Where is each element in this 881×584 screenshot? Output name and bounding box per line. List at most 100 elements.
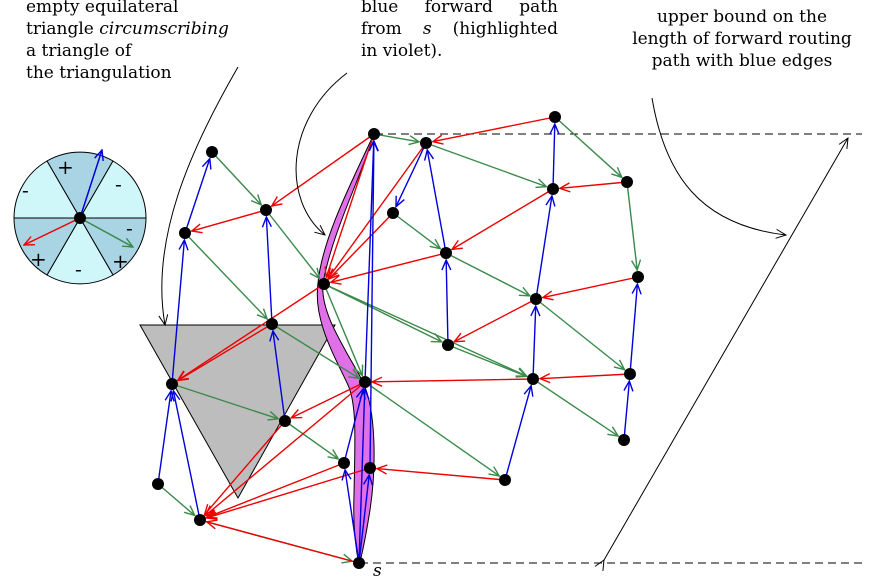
blue-edge-v-t (623, 381, 629, 441)
blue-edge-o-j (446, 260, 448, 346)
vertex-j (440, 247, 452, 259)
green-edge-j-m (445, 252, 530, 296)
red-edge-i-k (329, 212, 394, 279)
triangle-caption-line3: a triangle of (26, 41, 132, 61)
vertex-t (624, 368, 636, 380)
source-vertex (353, 557, 365, 569)
green-edge-m-t (535, 298, 625, 370)
cone-left-bottom (13, 217, 81, 276)
red-edge-m-o (454, 298, 537, 342)
green-edge-i-j (392, 212, 440, 249)
green-edge-b-e (425, 142, 546, 187)
blue-edge-u-n (273, 331, 286, 422)
green-edge-f-l (626, 181, 637, 270)
blue-edge-aa-p (173, 391, 201, 521)
cone-bottom (46, 217, 114, 285)
vertex-u (279, 415, 291, 427)
vertex-f (621, 176, 633, 188)
red-edge-a-k (326, 133, 375, 277)
cone-sign-bottom-right: + (112, 249, 129, 273)
red-edge-t-r (540, 374, 631, 379)
red-edge-r-q (372, 379, 534, 382)
cone-left-top (13, 160, 81, 219)
path-callout-curve (295, 72, 348, 235)
blue-edges (157, 124, 637, 564)
cone-diagram: + - - - + - + (13, 150, 147, 285)
vertex-v (618, 434, 630, 446)
green-edge-k-q (323, 283, 362, 376)
green-edge-n-q (271, 323, 359, 378)
vertex-q (359, 376, 371, 388)
vertex-e (547, 183, 559, 195)
red-edges (178, 116, 639, 564)
upper-bound-caption-line2: length of forward routing (632, 29, 852, 49)
vertex-p (166, 378, 178, 390)
green-edge-r-v (532, 378, 618, 436)
cone-right (79, 217, 147, 276)
source-vertex-label: s (373, 561, 382, 579)
red-edge-q-u (291, 381, 366, 418)
vertex-a (368, 128, 380, 140)
triangle-caption-emphasis: circumscribing (99, 19, 229, 39)
blue-edge-p-h (171, 240, 184, 385)
red-edge-f-e (560, 181, 628, 188)
triangle-caption-line1: empty equilateral (26, 0, 179, 17)
red-edge-e-j (452, 188, 554, 249)
vertex-b (420, 137, 432, 149)
vertex-l (632, 271, 644, 283)
cone-sign-left: - (22, 178, 29, 202)
red-edge-k-p (178, 283, 325, 380)
green-edge-k-r (323, 283, 527, 376)
upper-bound-caption: upper bound on the length of forward rou… (612, 6, 872, 72)
red-edge-c-b (433, 116, 556, 142)
red-edge-s-aa (207, 522, 360, 564)
vertex-w (338, 457, 350, 469)
blue-edge-s-x (358, 475, 369, 564)
triangle-callout-curve (162, 66, 239, 325)
triangle-caption-line2: triangle circumscribing (26, 19, 229, 39)
green-edge-a-b (373, 133, 419, 142)
upper-bound-caption-line1: upper bound on the (656, 7, 828, 27)
forward-path-caption-line3: in violet). (361, 41, 443, 61)
vertices (152, 111, 644, 569)
cone-red-arrow (24, 217, 81, 245)
green-edge-g-k (265, 209, 320, 278)
cone-sign-bottom-mid: - (75, 257, 82, 281)
blue-edge-x-a (370, 141, 374, 469)
cone-sign-bottom-left: + (30, 247, 47, 271)
green-edge-p-u (171, 383, 278, 419)
blue-edge-y-p (157, 391, 171, 485)
cone-center-vertex (74, 212, 86, 224)
red-edge-g-h (192, 209, 267, 231)
blue-edge-z-r (504, 386, 531, 481)
green-edge-o-r (447, 344, 527, 376)
red-edge-w-aa (207, 462, 345, 517)
vertex-n (266, 318, 278, 330)
blue-edge-w-q (343, 389, 363, 464)
forward-path-caption-line1: blue forward path (361, 0, 558, 17)
red-edge-n-p (178, 323, 273, 380)
empty-equilateral-triangle (139, 324, 336, 500)
upper-bound-caption-line3: path with blue edges (651, 51, 833, 71)
vertex-d (206, 146, 218, 158)
green-edge-q-z (364, 381, 499, 476)
blue-edge-n-g (266, 217, 273, 325)
vertex-o (442, 339, 454, 351)
blue-edge-q-a (364, 141, 374, 383)
vertex-x (364, 462, 376, 474)
green-edge-u-w (284, 420, 338, 459)
green-edge-c-f (554, 116, 622, 177)
vertex-r (527, 373, 539, 385)
blue-edge-s-q (358, 389, 365, 564)
vertex-i (387, 207, 399, 219)
red-edge-q-aa (205, 381, 366, 516)
vertex-aa (194, 514, 206, 526)
red-edge-z-x (377, 469, 506, 481)
blue-edge-h-d (184, 159, 210, 234)
blue-edge-r-m (533, 306, 536, 380)
bound-callout-curve (651, 97, 786, 235)
vertex-h (179, 227, 191, 239)
cone-sign-top-right: - (115, 172, 122, 196)
